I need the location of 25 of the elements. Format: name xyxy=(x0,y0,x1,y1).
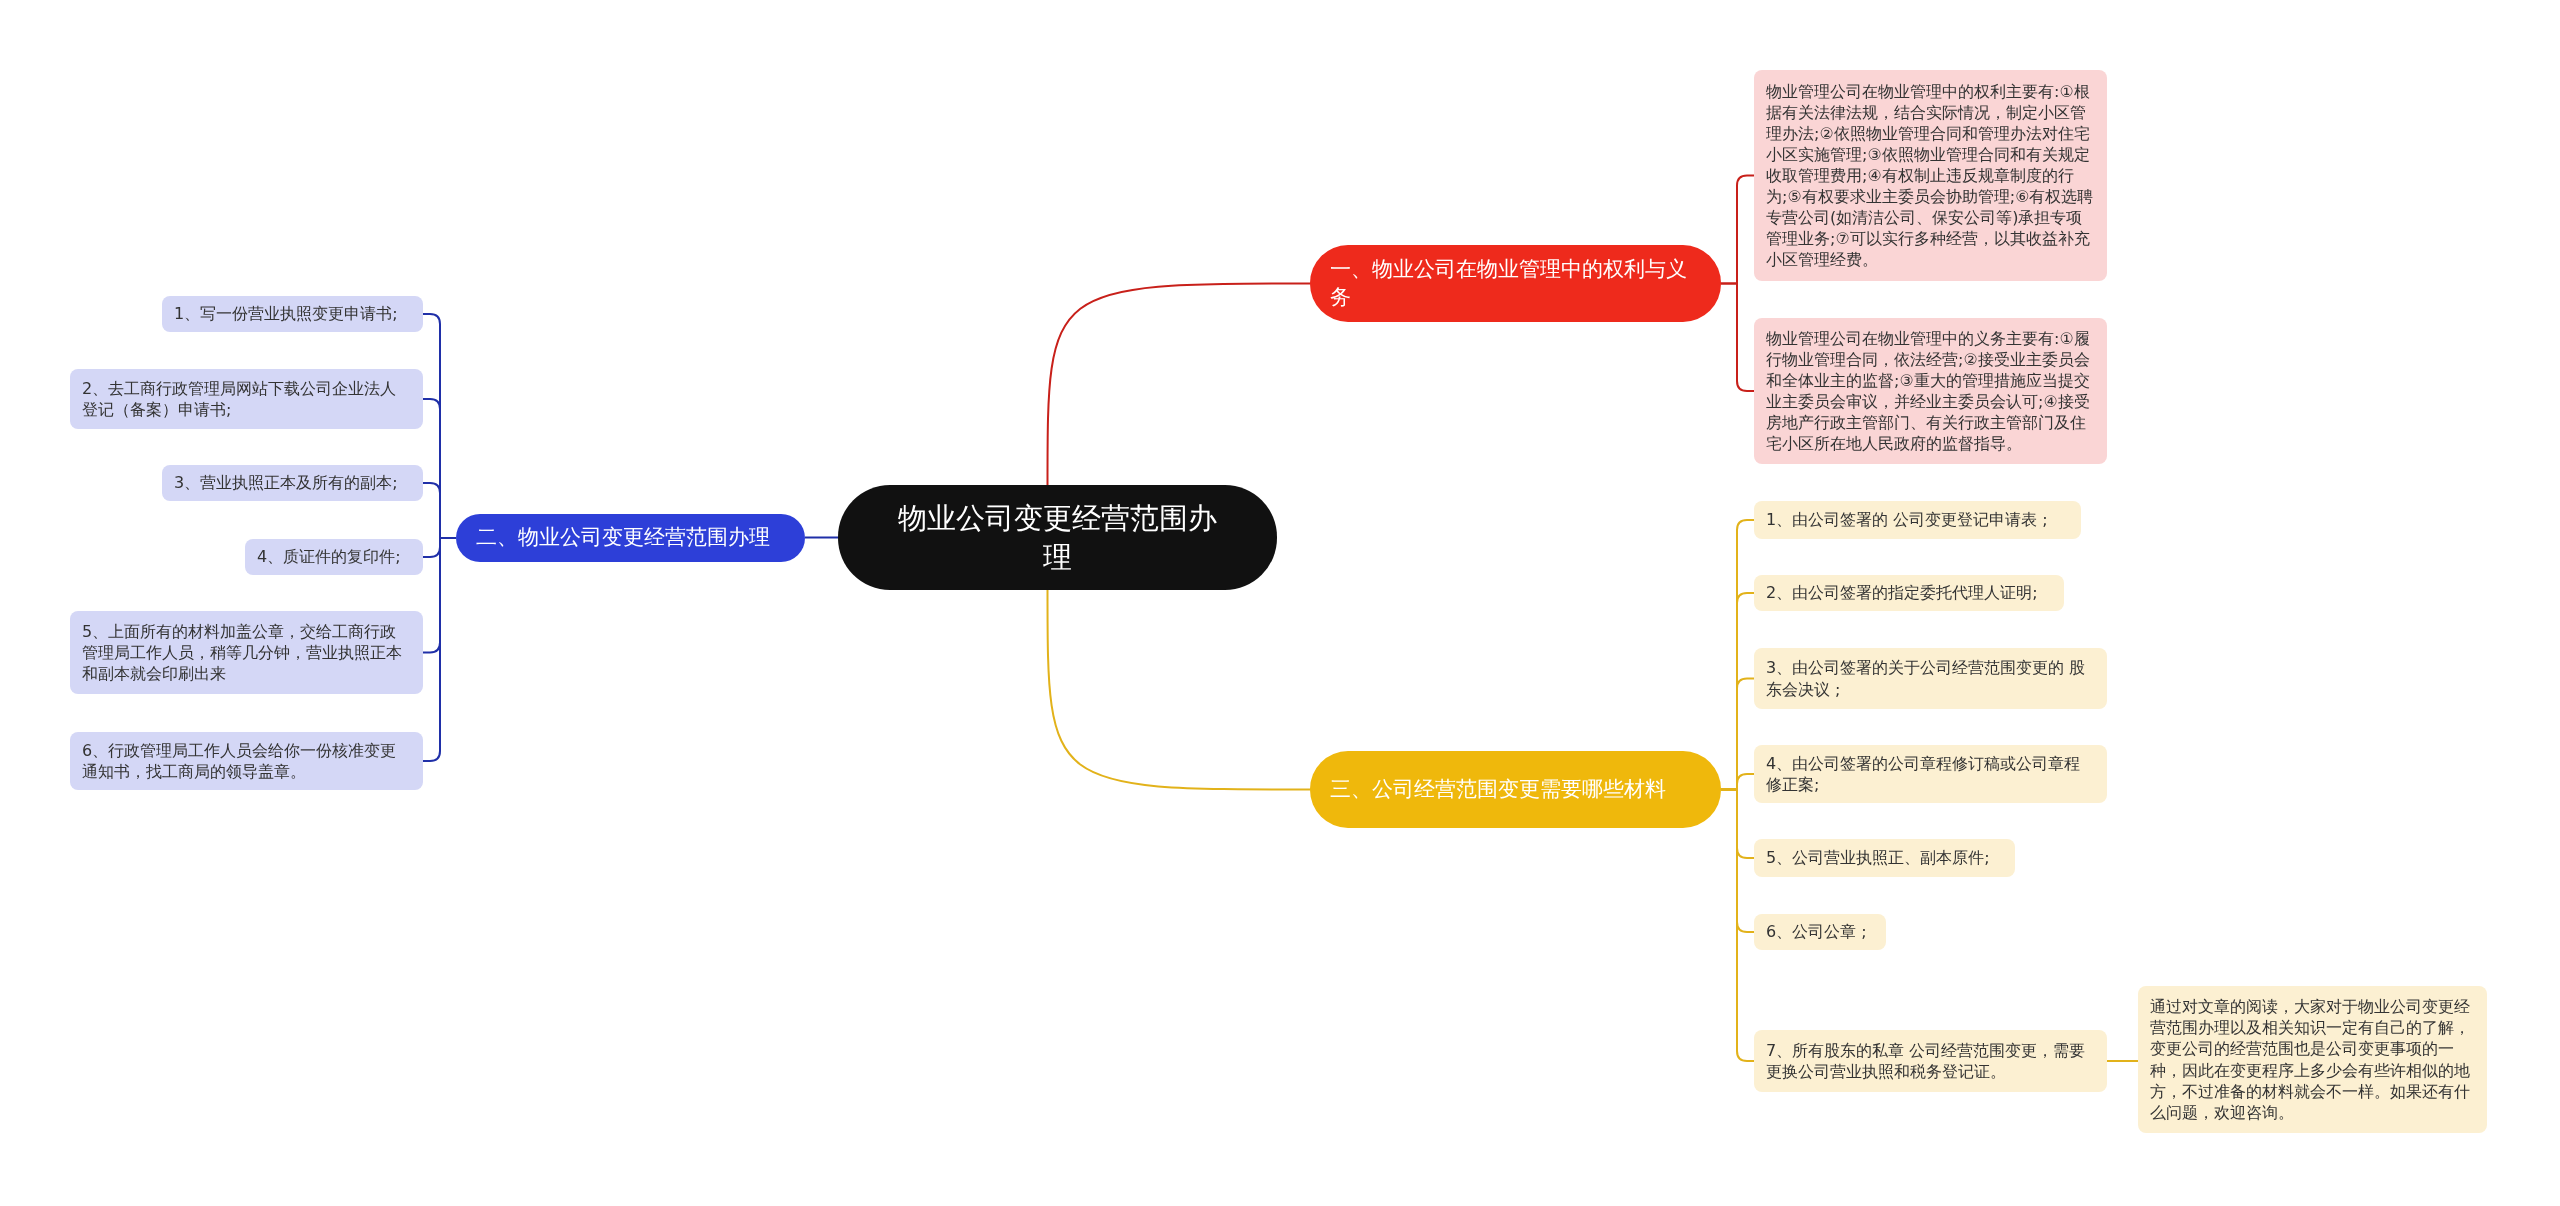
connector-line xyxy=(804,536,839,539)
note-box: 1、由公司签署的 公司变更登记申请表 ; xyxy=(1754,501,2081,539)
topic-box: 二、物业公司变更经营范围办理 xyxy=(456,514,805,562)
note-box: 3、营业执照正本及所有的副本; xyxy=(162,465,423,501)
note-box: 5、上面所有的材料加盖公章，交给工商行政管理局工作人员，稍等几分钟，营业执照正本和副本就会印刷出来 xyxy=(70,611,423,694)
topic-box: 一、物业公司在物业管理中的权利与义务 xyxy=(1310,245,1721,322)
note-box: 物业管理公司在物业管理中的义务主要有:①履行物业管理合同，依法经营;②接受业主委员会和全体业主的监督;③重大的管理措施应当提交业主委员会审议，并经业主委员会认可;④接受房地产行政主管部门、有关行政主管部门及住宅小区所在地人民政府的监督指导。 xyxy=(1754,318,2107,464)
connector-line xyxy=(1046,589,1311,791)
note-box: 1、写一份营业执照变更申请书; xyxy=(162,296,423,332)
note-box: 4、质证件的复印件; xyxy=(245,539,423,575)
note-box: 7、所有股东的私章 公司经营范围变更，需要更换公司营业执照和税务登记证。 xyxy=(1754,1030,2107,1092)
note-box: 通过对文章的阅读，大家对于物业公司变更经营范围办理以及相关知识一定有自己的了解，变更公司的经营范围也是公司变更事项的一种，因此在变更程序上多少会有些许相似的地方，不过准备的材料就会不一样。如果还有什么问题，欢迎咨询。 xyxy=(2138,986,2487,1133)
connector-line xyxy=(1046,282,1311,486)
topic-box: 三、公司经营范围变更需要哪些材料 xyxy=(1310,751,1721,828)
note-box: 5、公司营业执照正、副本原件; xyxy=(1754,839,2015,877)
central-topic: 物业公司变更经营范围办理 xyxy=(838,485,1277,590)
note-box: 2、去工商行政管理局网站下载公司企业法人登记（备案）申请书; xyxy=(70,369,423,429)
note-box: 2、由公司签署的指定委托代理人证明; xyxy=(1754,575,2064,611)
note-box: 6、公司公章 ; xyxy=(1754,914,1886,950)
connector-line xyxy=(1720,788,1755,1062)
connector-line xyxy=(2106,1060,2139,1062)
note-box: 4、由公司签署的公司章程修订稿或公司章程修正案; xyxy=(1754,745,2107,803)
note-box: 3、由公司签署的关于公司经营范围变更的 股东会决议 ; xyxy=(1754,648,2107,709)
note-box: 6、行政管理局工作人员会给你一份核准变更通知书，找工商局的领导盖章。 xyxy=(70,732,423,790)
note-box: 物业管理公司在物业管理中的权利主要有:①根据有关法律法规，结合实际情况，制定小区管理办法;②依照物业管理合同和管理办法对住宅小区实施管理;③依照物业管理合同和有关规定收取管理费用;④有权制止违反规章制度的行为;⑤有权要求业主委员会协助管理;⑥有权选聘专营公司(如清洁公司、保安公司等)承担专项管理业务;⑦可以实行多种经营，以其收益补充小区管理经费。 xyxy=(1754,70,2107,281)
